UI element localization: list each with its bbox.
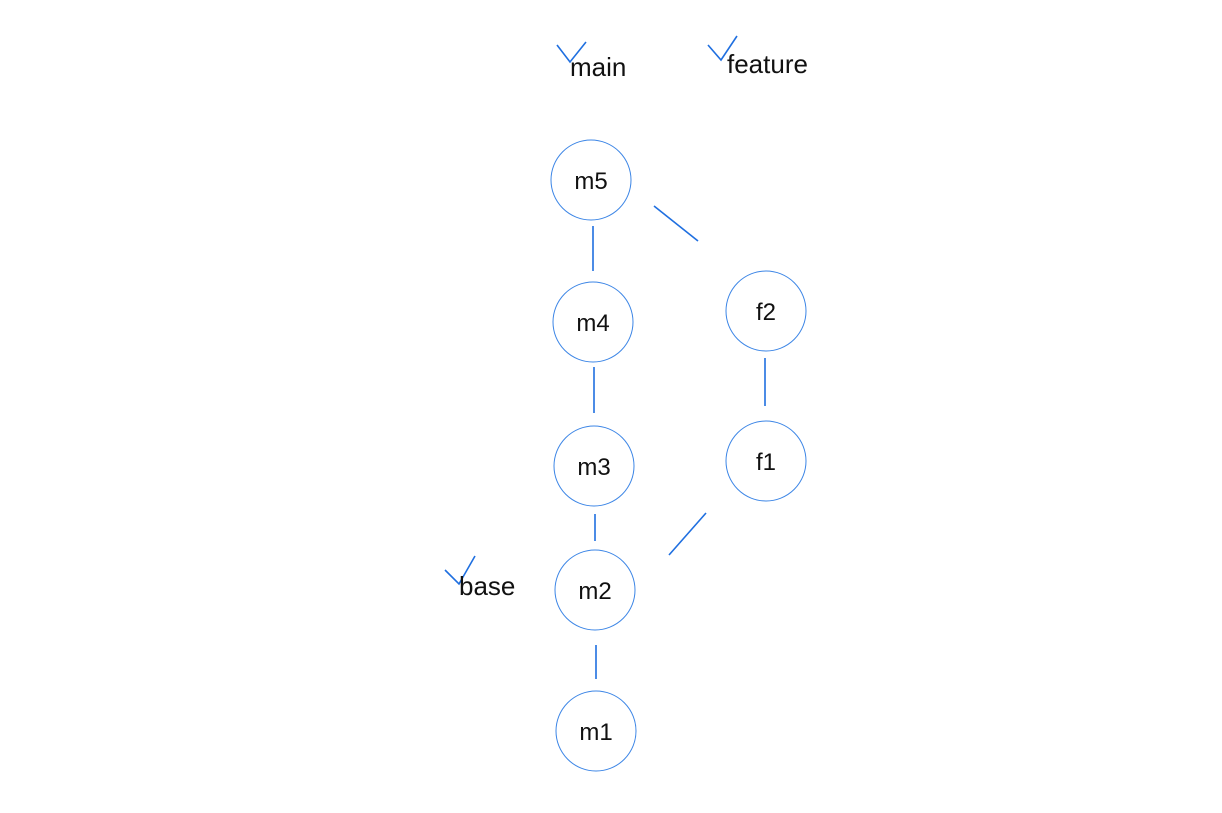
commit-label: m1 xyxy=(579,719,612,746)
nodes-layer: m5 m4 m3 m2 m1 f2 f1 xyxy=(550,139,807,772)
commit-label: f2 xyxy=(756,299,776,326)
commit-label: m3 xyxy=(577,454,610,481)
ref-base[interactable]: base xyxy=(444,555,515,601)
commit-circle xyxy=(555,690,637,772)
commit-circle xyxy=(725,270,807,352)
commit-label: m4 xyxy=(576,310,609,337)
commit-label: m5 xyxy=(574,168,607,195)
commit-node-m3[interactable]: m3 xyxy=(553,425,635,507)
ref-label: base xyxy=(459,571,515,601)
commit-circle xyxy=(554,549,636,631)
ref-main[interactable]: main xyxy=(556,41,626,82)
ref-feature[interactable]: feature xyxy=(707,35,808,79)
commit-node-f2[interactable]: f2 xyxy=(725,270,807,352)
commit-node-f1[interactable]: f1 xyxy=(725,420,807,502)
edge-m5-f2 xyxy=(653,205,699,242)
commit-label: f1 xyxy=(756,449,776,476)
refs-layer: main feature base xyxy=(444,35,808,601)
commit-circle xyxy=(725,420,807,502)
edges-layer xyxy=(592,205,766,679)
commit-node-m5[interactable]: m5 xyxy=(550,139,632,221)
checkmark-icon xyxy=(444,555,476,586)
commit-node-m4[interactable]: m4 xyxy=(552,281,634,363)
commit-node-m1[interactable]: m1 xyxy=(555,690,637,772)
edge-f1-m2 xyxy=(668,512,707,556)
commit-circle xyxy=(550,139,632,221)
ref-label: feature xyxy=(727,49,808,79)
commit-circle xyxy=(553,425,635,507)
checkmark-icon xyxy=(556,41,587,64)
commit-label: m2 xyxy=(578,578,611,605)
checkmark-icon xyxy=(707,35,738,62)
ref-label: main xyxy=(570,52,626,82)
commit-node-m2[interactable]: m2 xyxy=(554,549,636,631)
commit-circle xyxy=(552,281,634,363)
